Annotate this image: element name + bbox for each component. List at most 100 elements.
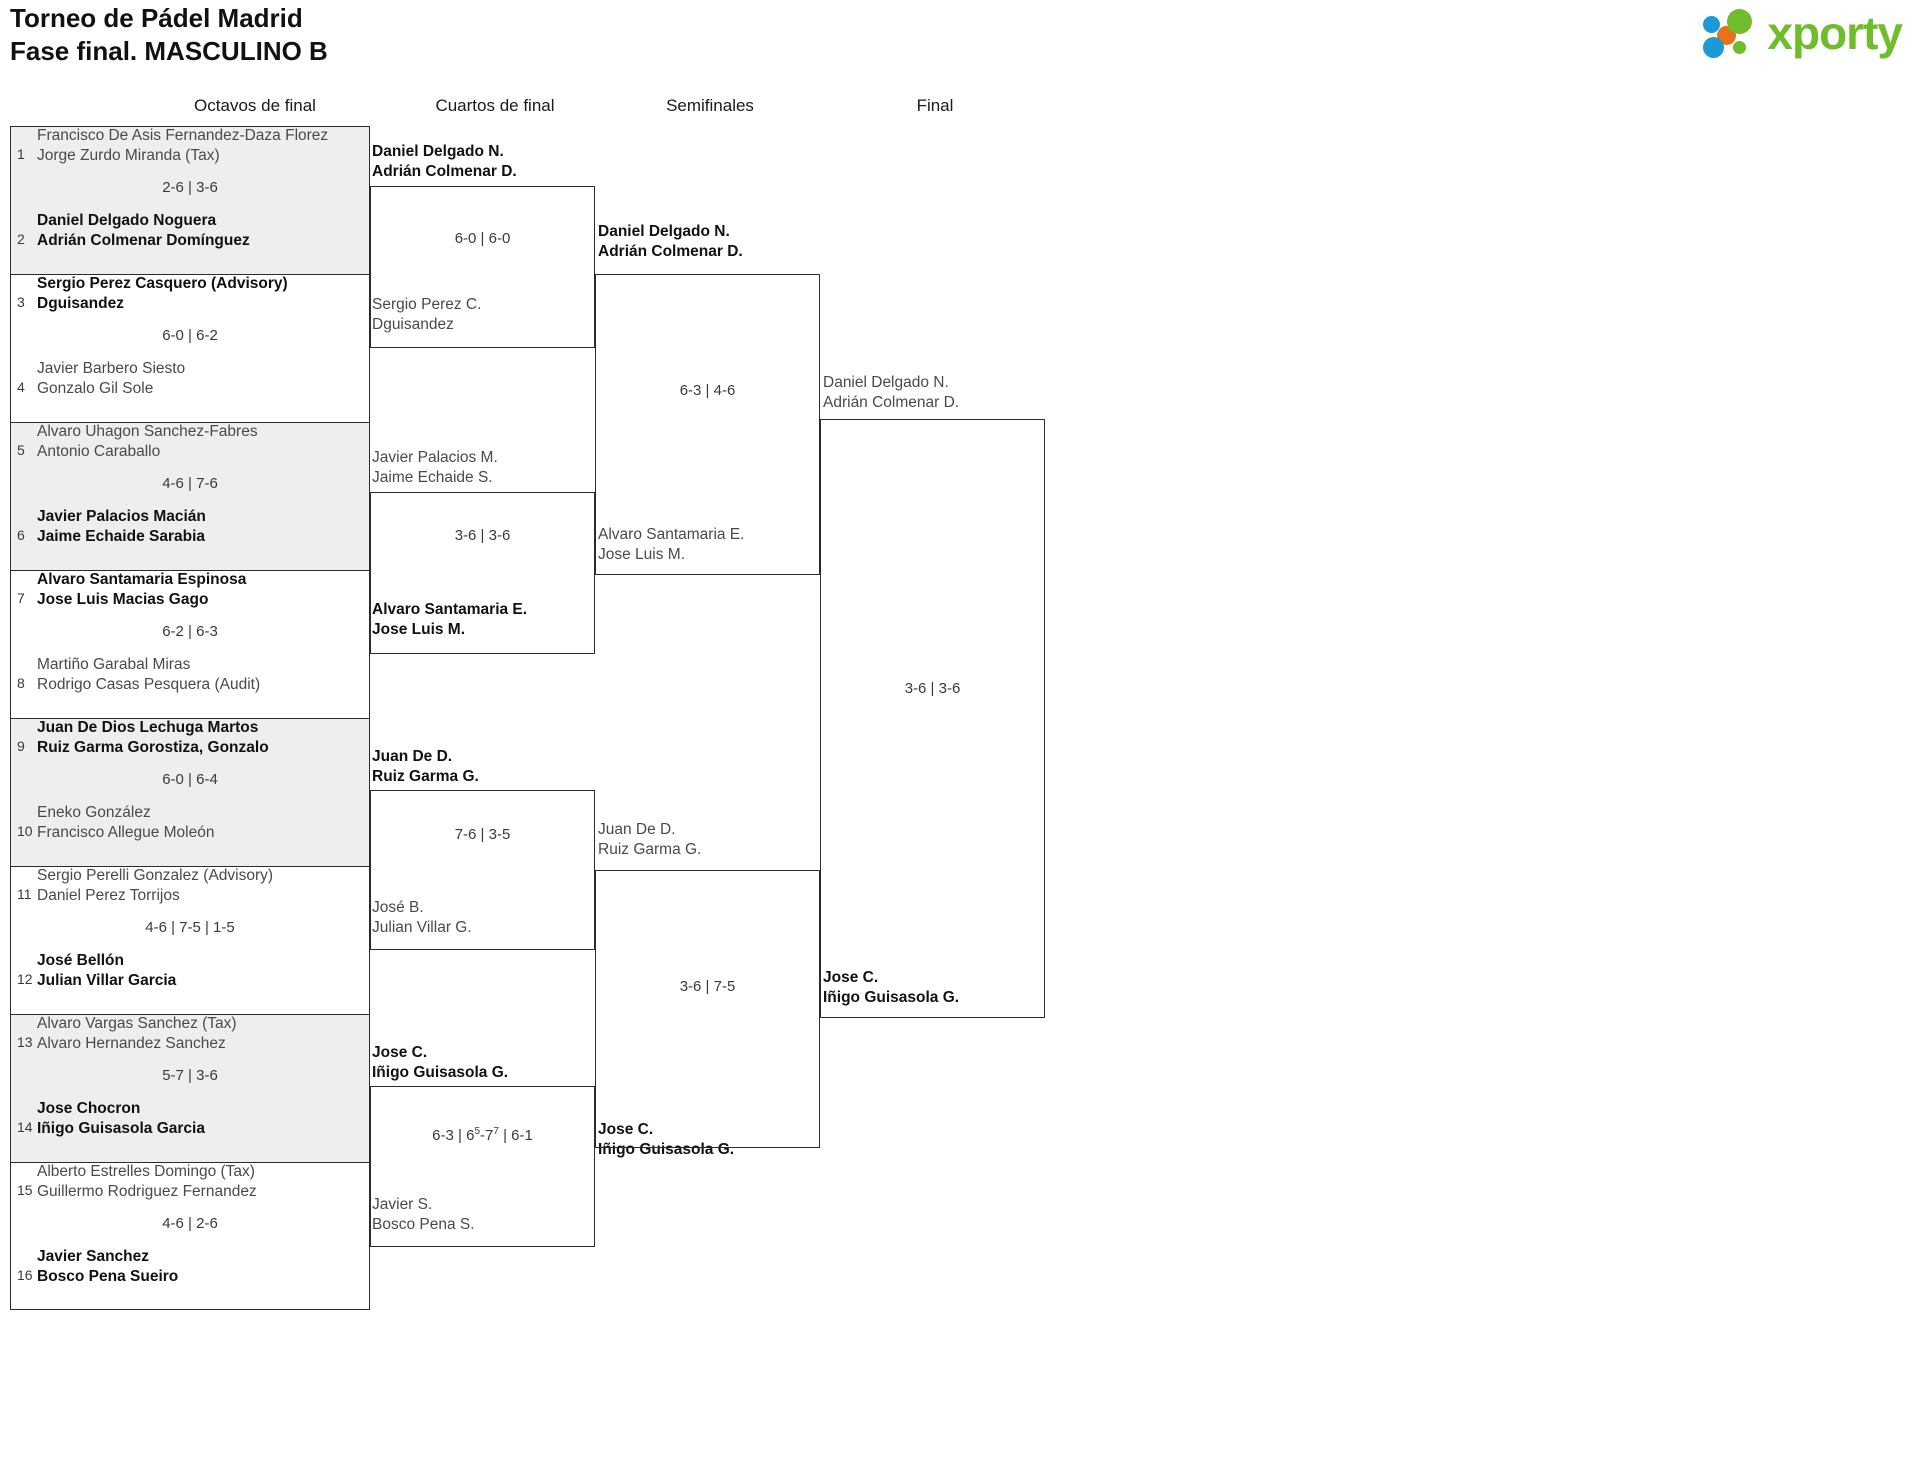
round2-connector [370, 186, 595, 348]
round-header-octavos: Octavos de final [194, 96, 316, 115]
round2-slot-bottom[interactable]: José B. Julian Villar G. [372, 899, 472, 937]
round1-seed: 15 [17, 1182, 33, 1198]
round3-score: 3-6 | 7-5 [679, 978, 736, 995]
round2-slot-top[interactable]: Jose C. Iñigo Guisasola G. [372, 1044, 509, 1082]
round1-seed: 10 [17, 823, 33, 839]
round1-team-names: Alvaro Uhagon Sanchez-Fabres Antonio Car… [37, 422, 258, 460]
round1-seed: 6 [17, 527, 25, 543]
round1-score: 4-6 | 2-6 [162, 1215, 218, 1232]
round3-slot-top[interactable]: Juan De D. Ruiz Garma G. [598, 821, 702, 859]
round3-score: 6-3 | 4-6 [679, 382, 736, 399]
round1-match[interactable]: 9 Juan De Dios Lechuga Martos Ruiz Garma … [10, 718, 370, 866]
round3-slot-bottom[interactable]: Jose C. Iñigo Guisasola G. [598, 1121, 735, 1159]
round1-team-names: Martiño Garabal Miras Rodrigo Casas Pesq… [37, 655, 261, 693]
round1-seed: 14 [17, 1119, 33, 1135]
round-header-final: Final [916, 96, 954, 115]
round1-seed: 5 [17, 442, 25, 458]
round1-team[interactable]: 3 Sergio Perez Casquero (Advisory) Dguisa… [11, 275, 369, 313]
round2-score: 6-3 | 65-77 | 6-1 [432, 1126, 533, 1144]
round1-team[interactable]: 7 Alvaro Santamaria Espinosa Jose Luis Ma… [11, 571, 369, 609]
round1-match[interactable]: 3 Sergio Perez Casquero (Advisory) Dguisa… [10, 274, 370, 422]
round1-seed: 8 [17, 675, 25, 691]
round1-team-names: Alvaro Vargas Sanchez (Tax) Alvaro Herna… [37, 1014, 237, 1052]
round1-score: 4-6 | 7-6 [162, 475, 218, 492]
round1-seed: 9 [17, 738, 25, 754]
round1-seed: 16 [17, 1267, 33, 1283]
round1-team-names: Alvaro Santamaria Espinosa Jose Luis Mac… [37, 570, 247, 608]
round3-slot-bottom[interactable]: Alvaro Santamaria E. Jose Luis M. [598, 526, 745, 564]
logo-dots-icon [1701, 8, 1763, 58]
round4-slot-bottom[interactable]: Jose C. Iñigo Guisasola G. [823, 969, 960, 1007]
round1-team[interactable]: 2 Daniel Delgado Noguera Adrián Colmenar … [11, 212, 369, 250]
round1-seed: 4 [17, 379, 25, 395]
round1-score: 4-6 | 7-5 | 1-5 [145, 919, 235, 936]
round1-match[interactable]: 1 Francisco De Asis Fernandez-Daza Florez… [10, 126, 370, 274]
round2-slot-top[interactable]: Javier Palacios M. Jaime Echaide S. [372, 449, 498, 487]
round1-match[interactable]: 5 Alvaro Uhagon Sanchez-Fabres Antonio Ca… [10, 422, 370, 570]
round-header-semis: Semifinales [666, 96, 754, 115]
round1-score: 6-2 | 6-3 [162, 623, 218, 640]
xporty-logo: xporty [1701, 7, 1903, 59]
round2-score: 6-0 | 6-0 [454, 230, 511, 247]
round2-slot-top[interactable]: Daniel Delgado N. Adrián Colmenar D. [372, 143, 517, 181]
page-title: Torneo de Pádel Madrid Fase final. MASCU… [10, 3, 328, 67]
round1-score: 6-0 | 6-2 [162, 327, 218, 344]
logo-dot-blue-icon [1703, 16, 1721, 33]
round4-slot-top[interactable]: Daniel Delgado N. Adrián Colmenar D. [823, 374, 960, 412]
round1-team-names: Sergio Perelli Gonzalez (Advisory) Danie… [37, 866, 274, 904]
round1-match[interactable]: 11 Sergio Perelli Gonzalez (Advisory) Dan… [10, 866, 370, 1014]
round1-seed: 13 [17, 1034, 33, 1050]
round1-team-names: Javier Barbero Siesto Gonzalo Gil Sole [37, 359, 186, 397]
round1-seed: 12 [17, 971, 33, 987]
round1-team-names: Daniel Delgado Noguera Adrián Colmenar D… [37, 211, 250, 249]
round1-team[interactable]: 4 Javier Barbero Siesto Gonzalo Gil Sole [11, 360, 369, 398]
round1-team-names: Francisco De Asis Fernandez-Daza Florez … [37, 126, 329, 164]
round1-team-names: Sergio Perez Casquero (Advisory) Dguisan… [37, 274, 288, 312]
round1-team-names: Eneko González Francisco Allegue Moleón [37, 803, 215, 841]
round1-team-names: José Bellón Julian Villar Garcia [37, 951, 177, 989]
round1-team-names: Alberto Estrelles Domingo (Tax) Guillerm… [37, 1162, 257, 1200]
logo-dot-green-icon [1727, 9, 1753, 34]
round1-seed: 1 [17, 146, 25, 162]
round2-score: 3-6 | 3-6 [454, 527, 511, 544]
round2-score: 7-6 | 3-5 [454, 826, 511, 843]
round1-score: 5-7 | 3-6 [162, 1067, 218, 1084]
round1-team[interactable]: 5 Alvaro Uhagon Sanchez-Fabres Antonio Ca… [11, 423, 369, 461]
round2-connector [370, 492, 595, 654]
round3-connector [595, 274, 820, 575]
round1-team-names: Javier Sanchez Bosco Pena Sueiro [37, 1247, 179, 1285]
logo-dot-green2-icon [1733, 41, 1747, 54]
logo-dot-blue2-icon [1703, 37, 1725, 58]
round2-slot-bottom[interactable]: Javier S. Bosco Pena S. [372, 1196, 475, 1234]
round1-team[interactable]: 1 Francisco De Asis Fernandez-Daza Florez… [11, 127, 369, 165]
round2-slot-bottom[interactable]: Sergio Perez C. Dguisandez [372, 296, 482, 334]
round1-team-names: Jose Chocron Iñigo Guisasola Garcia [37, 1099, 205, 1137]
round4-connector [820, 419, 1045, 1018]
round1-team[interactable]: 11 Sergio Perelli Gonzalez (Advisory) Dan… [11, 867, 369, 905]
round2-slot-bottom[interactable]: Alvaro Santamaria E. Jose Luis M. [372, 601, 528, 639]
round1-seed: 2 [17, 231, 25, 247]
round1-team-names: Juan De Dios Lechuga Martos Ruiz Garma G… [37, 718, 269, 756]
round4-score: 3-6 | 3-6 [904, 680, 961, 697]
round1-team[interactable]: 8 Martiño Garabal Miras Rodrigo Casas Pes… [11, 656, 369, 694]
round3-slot-top[interactable]: Daniel Delgado N. Adrián Colmenar D. [598, 223, 743, 261]
round2-connector [370, 1086, 595, 1247]
round2-slot-top[interactable]: Juan De D. Ruiz Garma G. [372, 748, 479, 786]
round1-match[interactable]: 7 Alvaro Santamaria Espinosa Jose Luis Ma… [10, 570, 370, 718]
round1-seed: 7 [17, 590, 25, 606]
round1-team[interactable]: 9 Juan De Dios Lechuga Martos Ruiz Garma … [11, 719, 369, 757]
logo-wordmark: xporty [1767, 7, 1903, 59]
round1-seed: 11 [17, 886, 32, 902]
round-header-cuartos: Cuartos de final [435, 96, 555, 115]
round1-seed: 3 [17, 294, 25, 310]
